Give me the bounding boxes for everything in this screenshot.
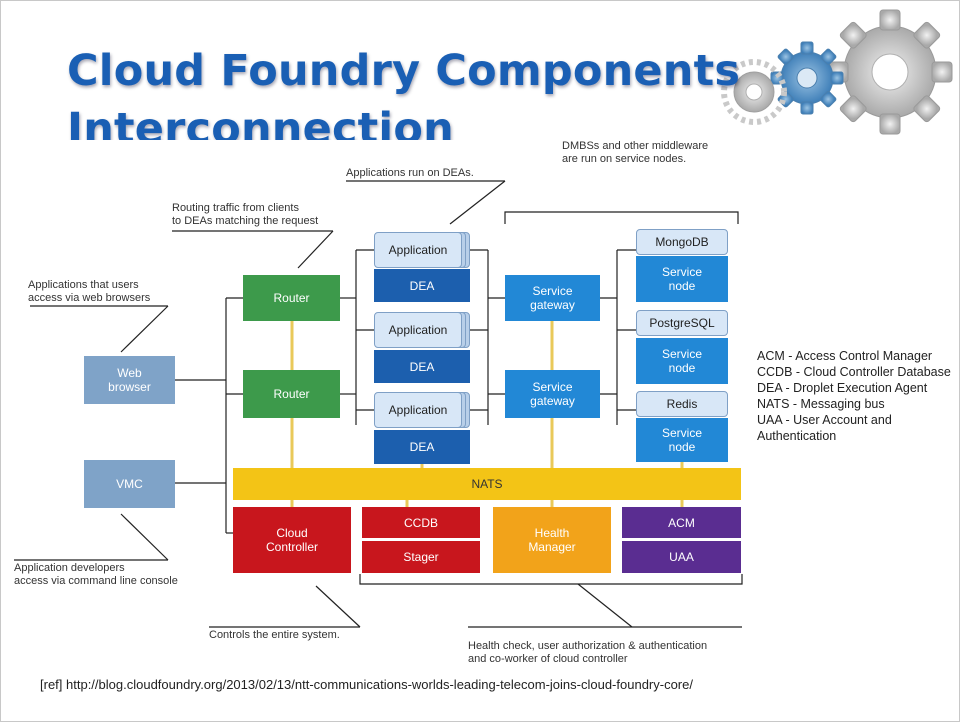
application-3-label: Application <box>388 403 448 417</box>
service-gateway-box-1: Service gateway <box>505 275 600 321</box>
title-line-1: Cloud Foundry Components <box>67 46 741 96</box>
annotation-dbms-text: DMBSs and other middleware are run on se… <box>562 140 709 165</box>
dea-box-2: DEA <box>374 350 470 383</box>
legend-item: NATS - Messaging bus <box>757 397 885 411</box>
gear-icon <box>721 9 953 135</box>
service-gateway-box-2: Service gateway <box>505 370 600 418</box>
legend-item: UAA - User Account and <box>757 413 892 427</box>
stager-label: Stager <box>403 550 439 564</box>
application-box-1: Application <box>374 232 462 268</box>
service-node-3-label: Service node <box>661 426 702 454</box>
annotation-controls: Controls the entire system. <box>209 629 379 642</box>
annotation-developers: Application developers access via comman… <box>14 562 214 588</box>
web-browser-box: Web browser <box>84 356 175 404</box>
nats-label: NATS <box>471 477 503 491</box>
annotation-health: Health check, user authorization & authe… <box>468 640 758 666</box>
service-node-box-2: Service node <box>636 338 728 384</box>
dea-2-label: DEA <box>409 359 435 374</box>
application-box-3: Application <box>374 392 462 428</box>
redis-box: Redis <box>636 391 728 417</box>
acm-box: ACM <box>622 507 741 538</box>
mongodb-box: MongoDB <box>636 229 728 255</box>
postgresql-label: PostgreSQL <box>649 316 715 330</box>
annotation-routing: Routing traffic from clients to DEAs mat… <box>172 202 352 228</box>
annotation-health-text: Health check, user authorization & authe… <box>468 640 708 665</box>
annotation-apps-on-deas-text: Applications run on DEAs. <box>346 167 474 179</box>
web-browser-label: Web browser <box>108 366 151 394</box>
router-box-1: Router <box>243 275 340 321</box>
health-manager-box: Health Manager <box>493 507 611 573</box>
dea-1-label: DEA <box>409 278 435 293</box>
application-box-2: Application <box>374 312 462 348</box>
annotation-developers-text: Application developers access via comman… <box>14 562 178 587</box>
application-1-label: Application <box>388 243 448 257</box>
service-node-box-3: Service node <box>636 418 728 462</box>
redis-label: Redis <box>666 397 698 411</box>
router-2-label: Router <box>273 387 310 401</box>
cloud-controller-box: Cloud Controller <box>233 507 351 573</box>
vmc-box: VMC <box>84 460 175 508</box>
ccdb-box: CCDB <box>362 507 480 538</box>
annotation-apps-on-deas: Applications run on DEAs. <box>346 167 516 180</box>
router-box-2: Router <box>243 370 340 418</box>
dea-box-1: DEA <box>374 269 470 302</box>
router-1-label: Router <box>273 291 310 305</box>
dea-box-3: DEA <box>374 430 470 464</box>
annotation-users-text: Applications that users access via web b… <box>28 279 151 304</box>
acm-label: ACM <box>668 515 695 530</box>
mongodb-label: MongoDB <box>655 235 709 249</box>
service-node-2-label: Service node <box>661 347 702 375</box>
legend-item: DEA - Droplet Execution Agent <box>757 381 928 395</box>
annotation-users: Applications that users access via web b… <box>28 279 178 305</box>
vmc-label: VMC <box>116 477 143 491</box>
stager-box: Stager <box>362 541 480 573</box>
legend-item: Authentication <box>757 429 837 443</box>
uaa-box: UAA <box>622 541 741 573</box>
legend-item: ACM - Access Control Manager <box>757 349 933 363</box>
reference-text: [ref] http://blog.cloudfoundry.org/2013/… <box>40 677 693 692</box>
legend-item: CCDB - Cloud Controller Database <box>757 365 951 379</box>
service-gateway-1-label: Service gateway <box>530 284 575 312</box>
ccdb-label: CCDB <box>403 515 438 530</box>
service-gateway-2-label: Service gateway <box>530 380 575 408</box>
annotation-controls-text: Controls the entire system. <box>209 629 340 641</box>
service-node-box-1: Service node <box>636 256 728 302</box>
annotation-dbms: DMBSs and other middleware are run on se… <box>562 140 742 166</box>
postgresql-box: PostgreSQL <box>636 310 728 336</box>
annotation-routing-text: Routing traffic from clients to DEAs mat… <box>172 202 319 227</box>
application-2-label: Application <box>388 323 448 337</box>
service-node-1-label: Service node <box>661 265 702 293</box>
cloud-controller-label: Cloud Controller <box>265 526 319 554</box>
nats-bus: NATS <box>233 468 741 500</box>
dea-3-label: DEA <box>409 440 435 454</box>
health-manager-label: Health Manager <box>528 526 576 554</box>
legend: ACM - Access Control Manager CCDB - Clou… <box>757 348 951 444</box>
uaa-label: UAA <box>669 550 694 564</box>
